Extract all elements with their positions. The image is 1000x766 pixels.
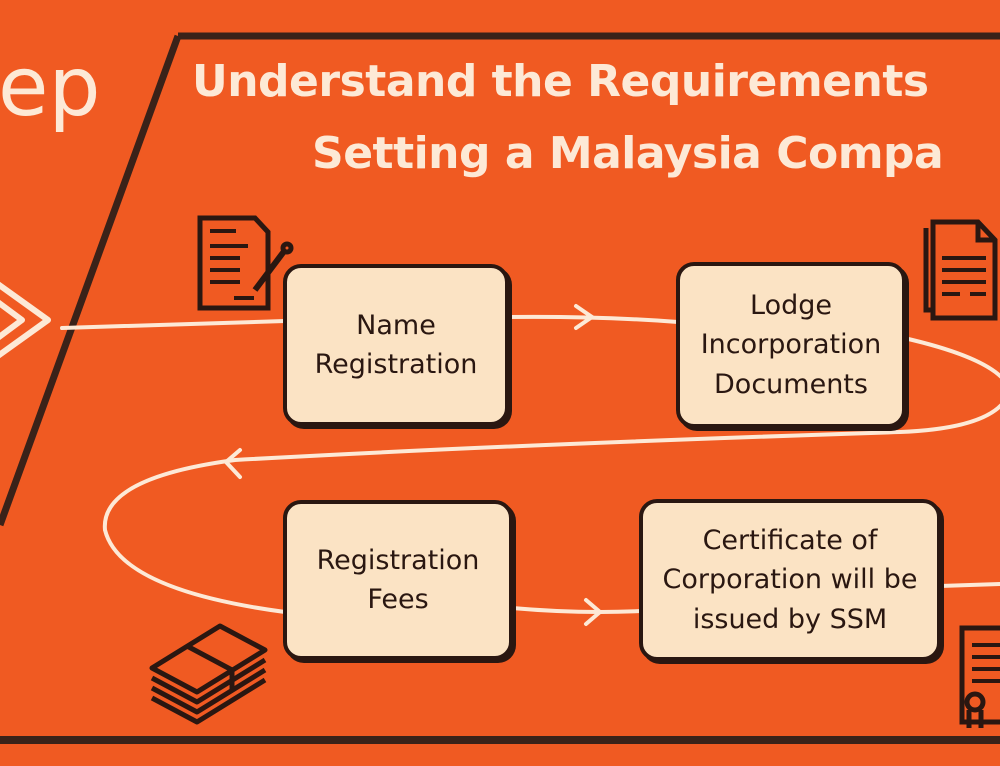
double-chevron-icon [0,281,51,359]
arrow-right-icon [574,304,596,330]
step-label: Name Registration [314,309,478,380]
diagonal-divider-line [0,34,182,527]
step-label: Registration Fees [316,544,480,615]
money-stack-icon [149,623,268,725]
step-box-certificate: Certificate of Corporation will be issue… [639,499,941,661]
step-label: Certificate of Corporation will be issue… [662,525,918,635]
arrow-right-icon [584,598,604,626]
partial-heading-letter: I [0,160,3,265]
document-with-pen-icon [197,215,294,311]
certificate-icon [959,625,1000,728]
title-line-2: Setting a Malaysia Compa [312,128,944,179]
step-box-registration-fees: Registration Fees [283,500,513,660]
title-line-1: Understand the Requirements [192,56,929,107]
partial-heading-word: ep [0,40,101,135]
arrow-left-icon [223,448,242,479]
document-icon [923,219,998,321]
flow-path [60,304,1000,626]
step-box-name-registration: Name Registration [283,264,509,426]
step-label: Lodge Incorporation Documents [700,290,882,400]
step-box-lodge-documents: Lodge Incorporation Documents [676,262,906,428]
